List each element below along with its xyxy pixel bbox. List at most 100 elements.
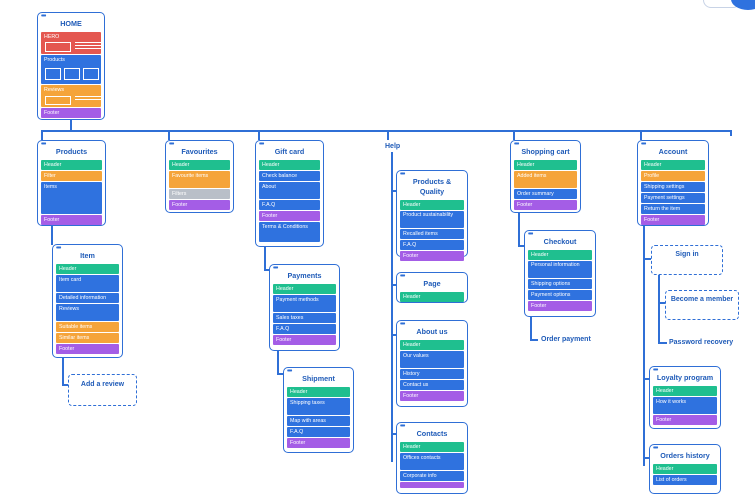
about-us-card[interactable]: ••• About us Header Our values History C…: [396, 320, 468, 407]
help-label: Help: [385, 143, 401, 150]
connector: [643, 258, 651, 260]
connector: [391, 152, 393, 462]
connector: [518, 212, 520, 245]
gift-card-item: About: [259, 182, 320, 199]
loyalty-item: How it works: [653, 397, 717, 414]
review-text-lines: [75, 96, 101, 102]
favourites-item: Filters: [169, 189, 230, 199]
shopping-cart-card[interactable]: ••• Shopping cart Header Added items Ord…: [510, 140, 581, 213]
become-member-label: Become a member: [670, 296, 734, 303]
connector: [643, 457, 649, 459]
menu-dots-icon: •••: [400, 321, 405, 328]
become-member-node[interactable]: Become a member: [665, 290, 739, 320]
order-payment-label[interactable]: Order payment: [541, 336, 591, 343]
item-row: Reviews: [56, 304, 119, 321]
page-item: Header: [400, 292, 464, 302]
item-row: Suitable items: [56, 322, 119, 332]
connector: [730, 130, 732, 136]
account-item: Header: [641, 160, 705, 170]
products-quality-card[interactable]: ••• Products & Quality Header Product su…: [396, 170, 468, 261]
connector: [264, 247, 266, 269]
home-hero-section: HERO: [41, 32, 101, 54]
about-us-title: About us: [416, 327, 448, 336]
payments-item: Payment methods: [273, 295, 336, 312]
menu-dots-icon: •••: [400, 423, 405, 430]
connector: [258, 130, 260, 140]
checkout-item: Header: [528, 250, 592, 260]
home-reviews-label: Reviews: [44, 87, 65, 93]
item-card[interactable]: ••• Item Header Item card Detailed infor…: [52, 244, 123, 358]
favourites-item: Header: [169, 160, 230, 170]
shipment-title: Shipment: [302, 374, 335, 383]
payments-card[interactable]: ••• Payments Header Payment methods Sale…: [269, 264, 340, 351]
shipment-item: Footer: [287, 438, 350, 448]
add-review-node[interactable]: Add a review: [68, 374, 137, 406]
shipment-item: Map with areas: [287, 416, 350, 426]
orders-history-title: Orders history: [660, 451, 710, 460]
connector: [518, 245, 524, 247]
home-hero-label: HERO: [44, 34, 60, 40]
item-title: Item: [80, 251, 95, 260]
home-title: HOME: [60, 19, 82, 28]
connector: [643, 378, 649, 380]
products-quality-item: Footer: [400, 251, 464, 261]
add-review-label: Add a review: [80, 381, 125, 388]
gift-card-item: Header: [259, 160, 320, 170]
payments-item: Header: [273, 284, 336, 294]
favourites-item: Favourite items: [169, 171, 230, 188]
product-thumb: [64, 68, 80, 80]
contacts-item: Corporate info: [400, 471, 464, 481]
about-us-item: History: [400, 369, 464, 379]
connector: [277, 373, 283, 375]
gift-card-item: Terms & Conditions: [259, 222, 320, 242]
password-recovery-label[interactable]: Password recovery: [669, 339, 734, 346]
account-item: Shipping settings: [641, 182, 705, 192]
account-card[interactable]: ••• Account Header Profile Shipping sett…: [637, 140, 709, 226]
contacts-card[interactable]: ••• Contacts Header Offices contacts Cor…: [396, 422, 468, 494]
contacts-title: Contacts: [416, 429, 448, 438]
menu-dots-icon: •••: [653, 367, 658, 374]
account-item: Profile: [641, 171, 705, 181]
gift-card-card[interactable]: ••• Gift card Header Check balance About…: [255, 140, 324, 247]
page-card[interactable]: ••• Page Header: [396, 272, 468, 303]
menu-dots-icon: •••: [400, 171, 405, 178]
menu-dots-icon: •••: [514, 141, 519, 148]
home-card[interactable]: ••• HOME HERO Products Reviews Footer: [37, 12, 105, 120]
shipment-item: Shipping taxes: [287, 398, 350, 415]
account-item: Footer: [641, 215, 705, 225]
connector: [643, 226, 645, 466]
products-quality-item: F.A.Q: [400, 240, 464, 250]
corner-blob: [731, 0, 755, 10]
orders-history-item: Header: [653, 464, 717, 474]
connector: [658, 302, 665, 304]
products-item: Header: [41, 160, 102, 170]
item-row: Item card: [56, 275, 119, 292]
connector: [391, 433, 396, 435]
products-card[interactable]: ••• Products Header Filter Items Footer: [37, 140, 106, 226]
connector: [513, 130, 515, 140]
connector: [277, 351, 279, 373]
checkout-item: Personal information: [528, 261, 592, 278]
account-item: Return the item: [641, 204, 705, 214]
menu-dots-icon: •••: [641, 141, 646, 148]
sign-in-node[interactable]: Sign in: [651, 245, 723, 275]
menu-dots-icon: •••: [528, 231, 533, 238]
menu-dots-icon: •••: [169, 141, 174, 148]
checkout-card[interactable]: ••• Checkout Header Personal information…: [524, 230, 596, 317]
connector: [530, 339, 538, 341]
home-reviews-section: Reviews: [41, 85, 101, 107]
connector: [264, 269, 271, 271]
orders-history-card[interactable]: ••• Orders history Header List of orders: [649, 444, 721, 494]
home-footer-section: Footer: [41, 108, 101, 118]
favourites-card[interactable]: ••• Favourites Header Favourite items Fi…: [165, 140, 234, 213]
loyalty-card[interactable]: ••• Loyalty program Header How it works …: [649, 366, 721, 429]
shopping-cart-item: Order summary: [514, 189, 577, 199]
menu-dots-icon: •••: [400, 273, 405, 280]
shipment-card[interactable]: ••• Shipment Header Shipping taxes Map w…: [283, 367, 354, 453]
products-quality-item: Recalled items: [400, 229, 464, 239]
about-us-item: Header: [400, 340, 464, 350]
products-title: Products: [55, 147, 88, 156]
menu-dots-icon: •••: [41, 13, 46, 20]
connector: [41, 130, 731, 132]
